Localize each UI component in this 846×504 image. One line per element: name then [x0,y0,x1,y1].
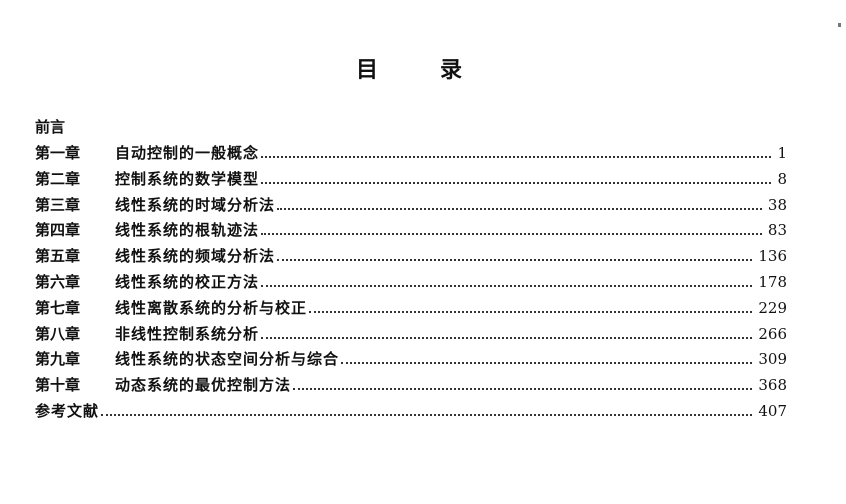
page-number: 8 [777,169,787,188]
dot-leader [261,156,771,158]
chapter-title: 线性离散系统的分析与校正 [115,298,308,317]
page-number: 309 [758,350,787,369]
references-title: 参考文献 [35,401,100,420]
chapter-title: 线性系统的状态空间分析与综合 [115,350,340,369]
page-number: 407 [758,401,787,420]
chapter-title: 动态系统的最优控制方法 [115,376,292,395]
dot-leader [309,310,753,313]
title-char-1: 目 [356,58,379,83]
dot-leader [101,413,753,416]
chapter-number: 第五章 [35,247,81,266]
chapter-number: 第九章 [35,350,81,369]
chapter-number: 第一章 [35,144,81,162]
chapter-number: 第二章 [35,169,81,188]
page-number: 1 [777,144,787,162]
dot-leader [261,181,771,184]
toc-entry-1[interactable]: 第一章 自动控制的一般概念 1 [35,143,787,169]
chapter-number: 第四章 [35,221,81,240]
dot-leader [277,259,753,262]
dot-leader [261,284,753,287]
toc-entry-10[interactable]: 第十章 动态系统的最优控制方法 368 [35,375,787,401]
toc-preface[interactable]: 前言 [35,118,66,136]
toc-entry-9[interactable]: 第九章 线性系统的状态空间分析与综合 309 [35,349,787,375]
toc-list: 第一章 自动控制的一般概念 1 第二章 控制系统的数学模型 8 第三章 线性系统… [35,143,787,427]
page-number: 136 [758,247,787,266]
scan-artifact [838,23,841,27]
chapter-number: 第十章 [35,376,81,395]
chapter-number: 第三章 [35,195,81,214]
page-title: 目 录 [0,54,846,88]
chapter-title: 控制系统的数学模型 [115,169,260,188]
chapter-number: 第七章 [35,298,81,317]
toc-entry-3[interactable]: 第三章 线性系统的时域分析法 38 [35,195,787,221]
chapter-title: 线性系统的时域分析法 [115,195,276,214]
page-number: 229 [758,298,787,317]
dot-leader [261,336,753,339]
toc-entry-2[interactable]: 第二章 控制系统的数学模型 8 [35,169,787,195]
page-number: 178 [758,272,787,291]
toc-entry-4[interactable]: 第四章 线性系统的根轨迹法 83 [35,220,787,246]
toc-entry-references[interactable]: 参考文献 407 [35,401,787,427]
chapter-title: 自动控制的一般概念 [115,144,260,162]
toc-entry-8[interactable]: 第八章 非线性控制系统分析 266 [35,324,787,350]
page-number: 83 [767,221,787,240]
page-number: 368 [758,376,787,395]
chapter-number: 第六章 [35,272,81,291]
chapter-title: 非线性控制系统分析 [115,324,260,343]
dot-leader [341,362,753,365]
dot-leader [293,388,753,391]
toc-entry-5[interactable]: 第五章 线性系统的频域分析法 136 [35,246,787,272]
toc-entry-7[interactable]: 第七章 线性离散系统的分析与校正 229 [35,298,787,324]
chapter-title: 线性系统的根轨迹法 [115,221,260,240]
dot-leader [261,233,762,236]
title-char-2: 录 [440,58,463,83]
chapter-title: 线性系统的校正方法 [115,272,260,291]
chapter-title: 线性系统的频域分析法 [115,247,276,266]
page-number: 266 [758,324,787,343]
toc-entry-6[interactable]: 第六章 线性系统的校正方法 178 [35,272,787,298]
dot-leader [277,207,762,210]
page-number: 38 [767,195,787,214]
chapter-number: 第八章 [35,324,81,343]
